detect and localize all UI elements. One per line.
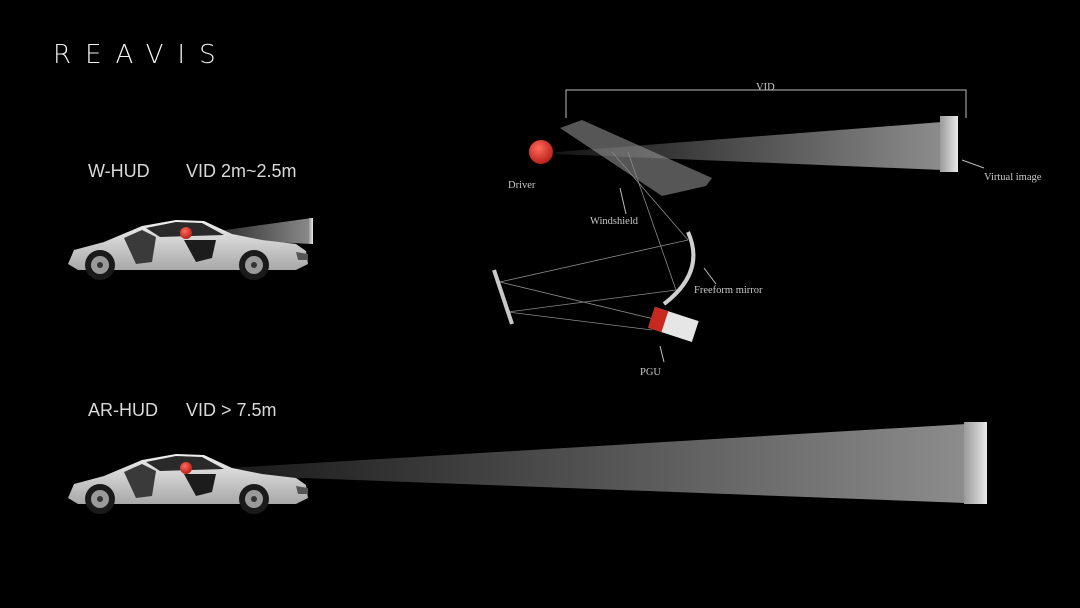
mirror-leader [703, 267, 717, 285]
diagram-virtual-image [940, 116, 958, 172]
virtual-image-label: Virtual image [984, 172, 1042, 183]
arhud-section [68, 422, 987, 514]
fold-mirror [492, 269, 514, 325]
arhud-driver-head [180, 462, 192, 474]
driver-head [529, 140, 553, 164]
vid-bracket [565, 89, 967, 118]
reavis-logo: REAVIS [53, 40, 230, 70]
pgu-leader [659, 345, 665, 363]
whud-driver-head [180, 227, 192, 239]
driver-label: Driver [508, 180, 536, 191]
freeform-mirror-label: Freeform mirror [694, 285, 763, 296]
whud-virtual-image [309, 218, 313, 244]
arhud-virtual-image [964, 422, 987, 504]
freeform-mirror [662, 231, 696, 306]
pgu-unit [648, 306, 699, 342]
windshield-pane [560, 120, 712, 196]
windshield-label: Windshield [590, 216, 638, 227]
windshield-leader [619, 187, 627, 215]
whud-vid: VID 2m~2.5m [186, 161, 297, 181]
arhud-beam [196, 424, 966, 503]
pgu-label: PGU [640, 367, 662, 378]
virtual-image-leader [961, 159, 985, 169]
vid-label: VID [756, 82, 775, 93]
whud-section [68, 218, 313, 280]
arhud-title: AR-HUD [88, 400, 158, 420]
optical-diagram [492, 89, 985, 363]
whud-title: W-HUD [88, 161, 150, 181]
arhud-vid: VID > 7.5m [186, 400, 277, 420]
light-paths [499, 151, 689, 331]
